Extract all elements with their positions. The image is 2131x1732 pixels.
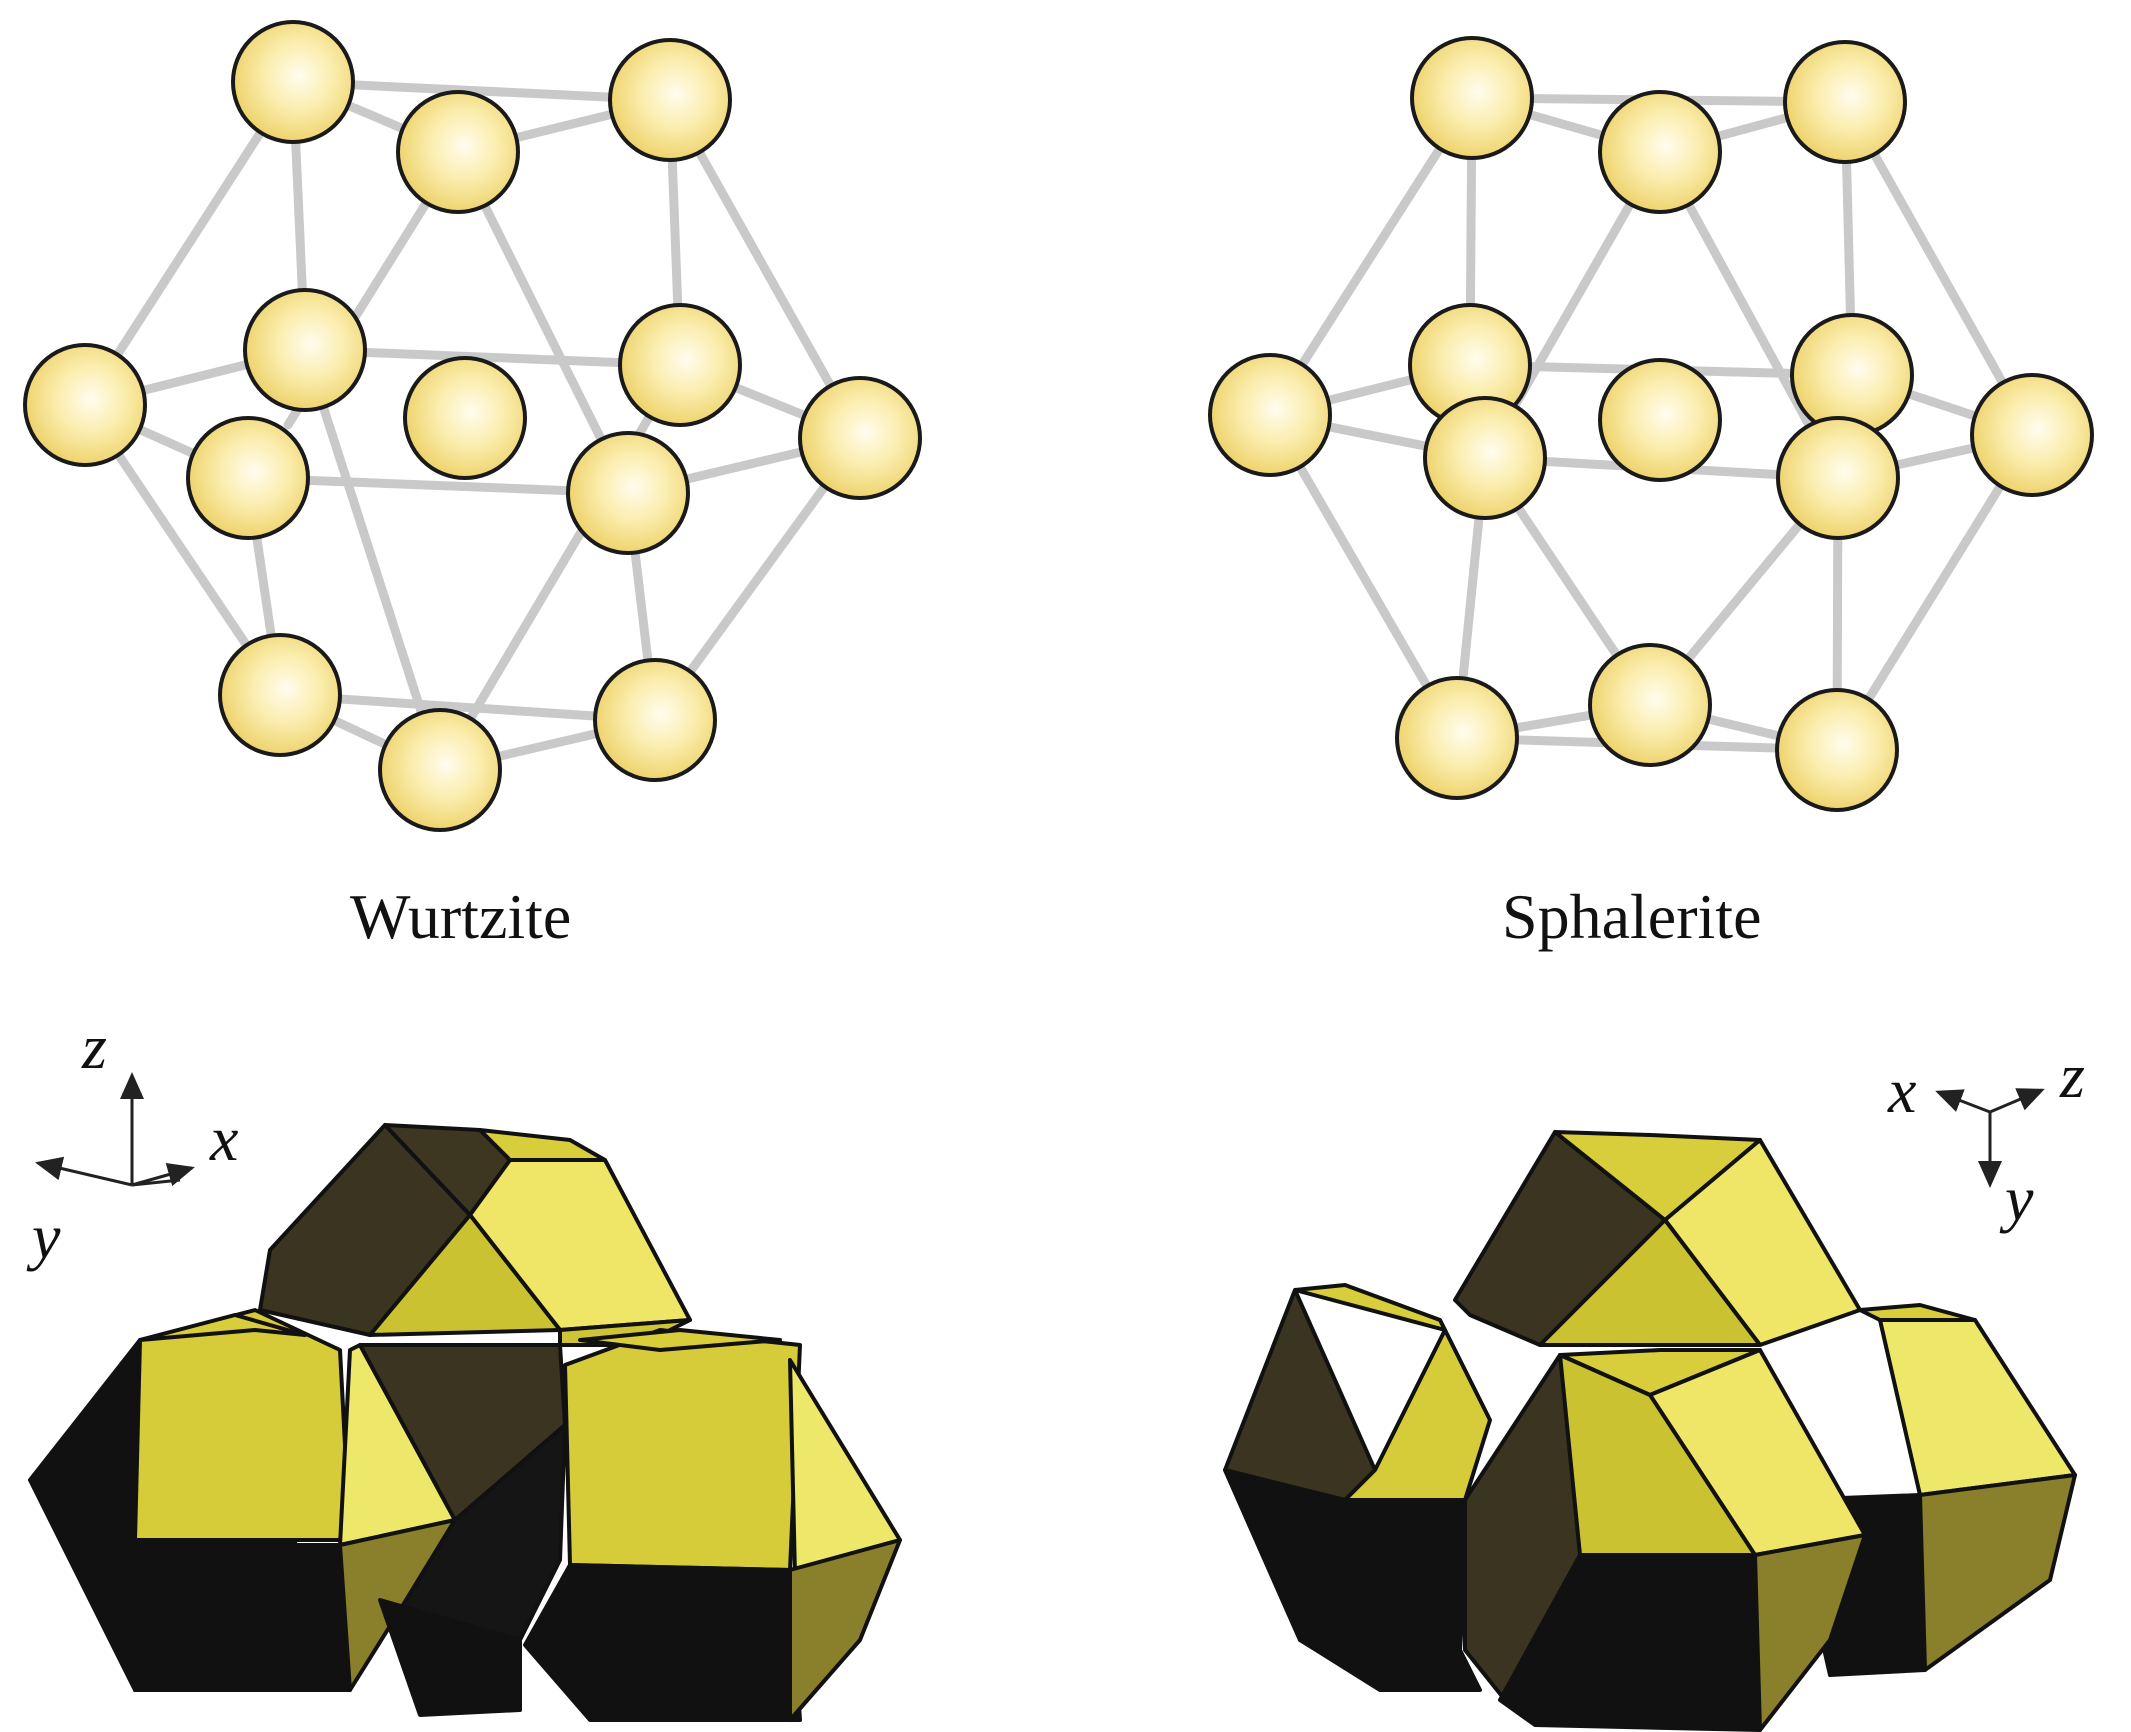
- atom: [608, 38, 732, 162]
- atom: [1410, 36, 1534, 160]
- atom: [1783, 40, 1907, 164]
- sphalerite-axis-x-label: x: [1887, 1055, 1916, 1126]
- atom: [566, 431, 690, 555]
- wurtzite-polyhedra: [28, 1123, 902, 1722]
- atom: [231, 20, 355, 144]
- wurtzite-axis-z-label: z: [81, 1011, 107, 1082]
- atom: [23, 343, 147, 467]
- atom: [593, 658, 717, 782]
- wurtzite-caption: Wurtzite: [350, 881, 572, 952]
- atom: [403, 356, 527, 480]
- polyhedron: [1463, 1348, 1867, 1732]
- polyhedron: [258, 1123, 692, 1347]
- atom: [1208, 353, 1332, 477]
- atom: [1776, 416, 1900, 540]
- atom: [1395, 676, 1519, 800]
- atom: [378, 708, 502, 832]
- wurtzite-axis-x-label: x: [209, 1103, 238, 1174]
- atom: [1790, 313, 1914, 437]
- polyhedron: [523, 1328, 902, 1722]
- sphalerite-atom-model: [1208, 36, 2094, 812]
- wurtzite-axis-y-label: y: [26, 1201, 61, 1272]
- atom: [186, 416, 310, 540]
- atom: [1970, 373, 2094, 497]
- atom: [396, 90, 520, 214]
- polyhedron: [28, 1308, 457, 1692]
- atom: [1775, 688, 1899, 812]
- sphalerite-axis-y-label: y: [1999, 1163, 2034, 1234]
- polyhedron: [358, 1343, 567, 1717]
- sphalerite-caption: Sphalerite: [1502, 881, 1762, 952]
- sphalerite-axes: x z y: [1887, 1040, 2085, 1234]
- wurtzite-axes: z x y: [26, 1011, 238, 1272]
- atom: [798, 376, 922, 500]
- atom: [618, 303, 742, 427]
- atom: [1598, 358, 1722, 482]
- atom: [1598, 90, 1722, 214]
- atom: [1423, 396, 1547, 520]
- sphalerite-polyhedra: [1223, 1130, 2077, 1732]
- sphalerite-axis-z-label: z: [2059, 1040, 2085, 1111]
- wurtzite-atoms: [23, 20, 922, 832]
- atom: [243, 288, 367, 412]
- polyhedron: [1453, 1130, 1862, 1347]
- wurtzite-atom-model: [23, 20, 922, 832]
- atom: [218, 633, 342, 757]
- polyhedron: [1223, 1283, 1492, 1692]
- atom: [1588, 643, 1712, 767]
- sphalerite-atoms: [1208, 36, 2094, 812]
